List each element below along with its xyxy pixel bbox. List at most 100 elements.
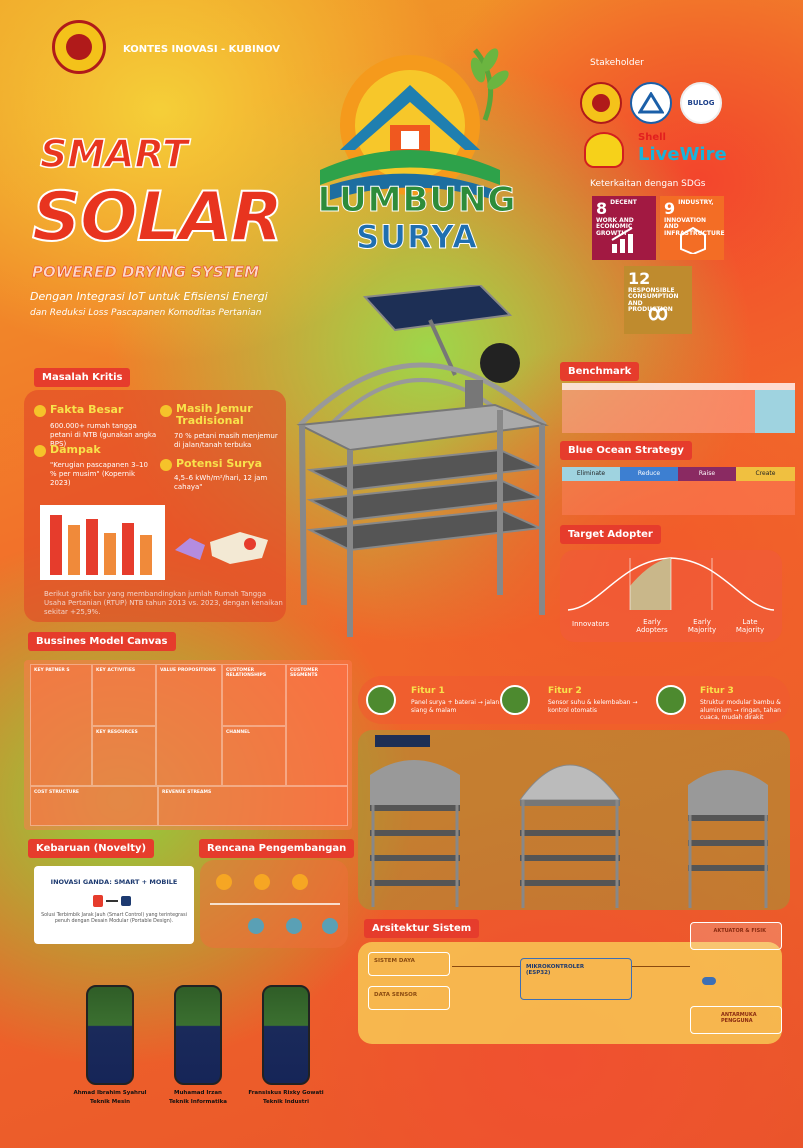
data-sensor-box: DATA SENSOR (368, 986, 450, 1010)
arsitektur-arrow-1 (452, 966, 520, 967)
adopter-early-adopters: Early Adopters (636, 618, 668, 635)
member-2-photo (174, 985, 222, 1085)
contest-label: KONTES INOVASI - KUBINOV (123, 44, 281, 55)
sdg-12: 12RESPONSIBLE CONSUMPTION AND PRODUCTION (624, 266, 692, 334)
title-solar: SOLAR (31, 177, 284, 258)
masalah-label: Masalah Kritis (34, 368, 131, 387)
fitur-3-title: Fitur 3 (700, 686, 734, 696)
eliminate-col: Eliminate (562, 467, 620, 481)
kebaruan-inovasi: INOVASI GANDA: SMART + MOBILE (50, 878, 178, 886)
brand-line2: SURYA (356, 218, 478, 257)
raise-col: Raise (678, 467, 736, 481)
cloud-icon (702, 977, 716, 985)
fitur-2-desc: Sensor suhu & kelembaban → kontrol otoma… (548, 699, 638, 714)
rtup-bar-chart (40, 505, 165, 580)
potensi-text: 4,5–6 kWh/m²/hari, 12 jam cahaya" (174, 474, 268, 492)
member-2-name: Muhamad Irzan (174, 1090, 222, 1096)
sistem-daya-label: SISTEM DAYA (374, 958, 415, 964)
title-smart: SMART (39, 131, 189, 177)
benchmark-table (562, 383, 795, 433)
masalah-note: Berikut grafik bar yang membandingkan ju… (44, 590, 283, 617)
bmc-customer-relationships: CUSTOMER RELATIONSHIPS (222, 664, 286, 726)
fakta-icon (34, 405, 46, 417)
target-adopter-label: Target Adopter (560, 525, 661, 544)
kebaruan-card (34, 866, 194, 944)
aktuator-box: AKTUATOR & FISIK (690, 922, 782, 950)
ntb-map (170, 520, 275, 570)
link-icon (92, 893, 132, 907)
stakeholder-unram-logo (580, 82, 622, 124)
product-view-isometric (678, 745, 778, 910)
bmc-value-propositions: VALUE PROPOSITIONS (156, 664, 222, 786)
member-3-photo (262, 985, 310, 1085)
antarmuka-box: ANTARMUKA PENGGUNA (690, 1006, 782, 1034)
shell-text: Shell (638, 132, 666, 143)
sdg-label: Keterkaitan dengan SDGs (590, 179, 706, 189)
tagline-2: dan Reduksi Loss Pascapanen Komoditas Pe… (30, 308, 262, 318)
bmc-customer-segments: CUSTOMER SEGMENTS (286, 664, 348, 786)
arsitektur-label: Arsitektur Sistem (364, 919, 480, 938)
target-adopter-panel: Innovators Early Adopters Early Majority… (560, 550, 782, 642)
stakeholder-pu-logo (630, 82, 672, 124)
fitur-2-title: Fitur 2 (548, 686, 582, 696)
bmc-key-resources: KEY RESOURCES (92, 726, 156, 786)
member-3-dept: Teknik Industri (262, 1099, 310, 1105)
product-view-front (515, 740, 625, 910)
fitur-1-title: Fitur 1 (411, 686, 445, 696)
rencana-label: Rencana Pengembangan (199, 839, 355, 858)
shell-logo (584, 132, 624, 168)
data-sensor-label: DATA SENSOR (374, 992, 418, 998)
member-1-dept: Teknik Mesin (89, 1099, 131, 1105)
member-1-name: Ahmad Ibrahim Syahrul (73, 1090, 147, 1096)
jemur-icon (160, 405, 172, 417)
mikrokontroler-box: MIKROKONTROLER (ESP32) (520, 958, 632, 1000)
arsitektur-arrow-2 (632, 966, 690, 967)
solar-dryer-image (290, 283, 555, 645)
potensi-icon (160, 459, 172, 471)
bmc-channels: CHANNEL (222, 726, 286, 786)
kebaruan-desc: Solusi Terbimbik Jarak Jauh (Smart Contr… (41, 913, 187, 925)
create-col: Create (736, 467, 795, 481)
adopter-early-majority: Early Majority (687, 618, 717, 635)
tagline-1: Dengan Integrasi IoT untuk Efisiensi Ene… (30, 290, 268, 303)
livewire-text: LiveWire (638, 144, 727, 165)
lumbung-surya-logo (300, 20, 530, 260)
rencana-panel (200, 860, 348, 948)
benchmark-label: Benchmark (560, 362, 640, 381)
jemur-title: Masih Jemur Tradisional (176, 402, 253, 428)
fitur-1-icon (366, 685, 396, 715)
mikrokontroler-label: MIKROKONTROLER (ESP32) (526, 964, 585, 976)
brand-line1: LUMBUNG (317, 180, 517, 221)
arsitektur-panel (358, 942, 782, 1044)
member-3-name: Fransiskus Rixky Gowati (248, 1090, 324, 1096)
bmc-key-activities: KEY ACTIVITIES (92, 664, 156, 726)
university-logo (52, 20, 106, 74)
potensi-title: Potensi Surya (176, 457, 263, 470)
member-1-photo (86, 985, 134, 1085)
stakeholder-label: Stakeholder (590, 58, 644, 68)
bmc-key-partners: KEY PATNER S (30, 664, 92, 786)
fitur-1-desc: Panel surya + baterai → jalan siang & ma… (411, 699, 500, 714)
title-subtitle: POWERED DRYING SYSTEM (32, 263, 260, 282)
bmc-label: Bussines Model Canvas (28, 632, 176, 651)
fakta-text: 600.000+ rumah tangga petani di NTB (gun… (50, 422, 157, 449)
fitur-2-icon (500, 685, 530, 715)
dampak-title: Dampak (50, 443, 101, 456)
dampak-icon (34, 445, 46, 457)
antarmuka-label: ANTARMUKA PENGGUNA (721, 1012, 757, 1024)
reduce-col: Reduce (620, 467, 678, 481)
fakta-title: Fakta Besar (50, 403, 124, 416)
fitur-3-icon (656, 685, 686, 715)
stakeholder-bulog-logo: BULOG (680, 82, 722, 124)
kebaruan-label: Kebaruan (Novelty) (28, 839, 155, 858)
member-2-dept: Teknik Informatika (169, 1099, 227, 1105)
adopter-innovators: Innovators (572, 620, 610, 628)
bmc-cost-structure: COST STRUCTURE (30, 786, 158, 826)
blue-ocean-label: Blue Ocean Strategy (560, 441, 692, 460)
dampak-text: "Kerugian pascapanen 3–10 % per musim" (… (50, 461, 148, 488)
adopter-late-majority: Late Majority (735, 618, 765, 635)
product-view-side (365, 735, 465, 910)
blue-ocean-table: Eliminate Reduce Raise Create (562, 467, 795, 515)
